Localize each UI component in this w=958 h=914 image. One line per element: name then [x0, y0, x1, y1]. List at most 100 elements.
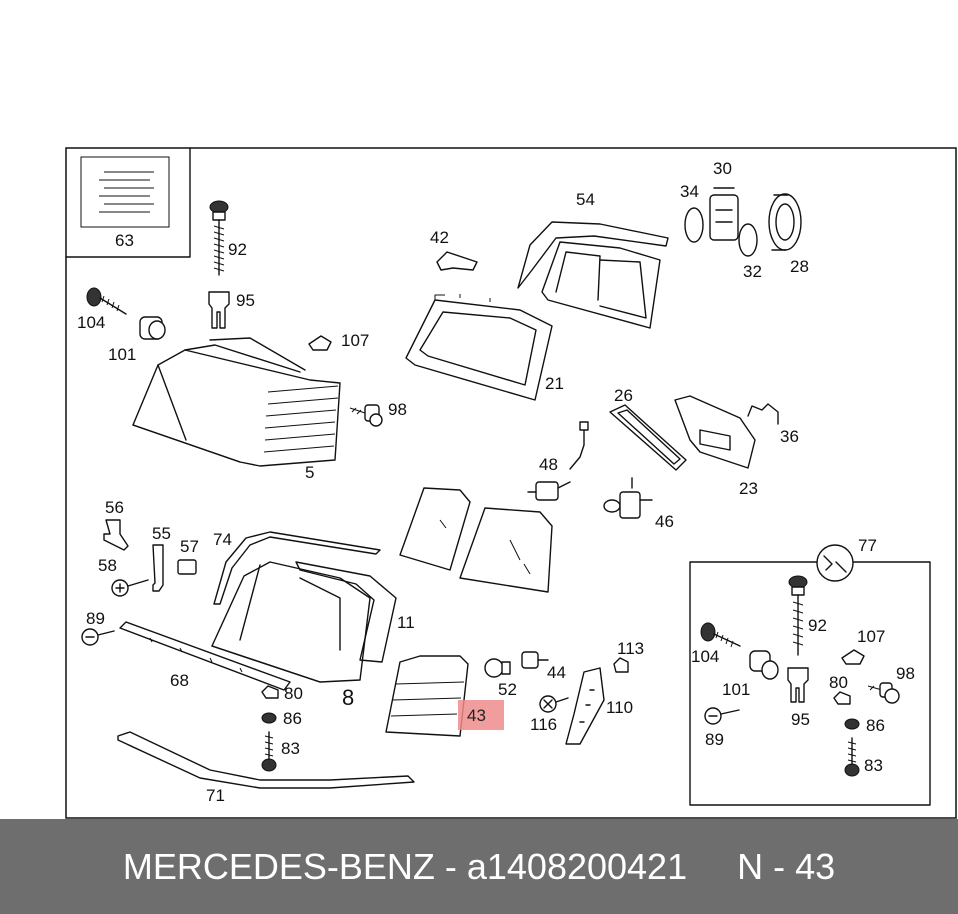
inset-detail-77	[689, 544, 931, 806]
label-34: 34	[680, 182, 699, 201]
socket-30-icon	[709, 187, 739, 241]
label-95-inset: 95	[791, 710, 810, 729]
headlamp-5	[132, 337, 341, 467]
trim-strip-68	[119, 621, 291, 691]
label-57: 57	[180, 537, 199, 556]
part-labels: 63 92 95 104 101 107 98 5 42 54 34 30 32…	[77, 159, 915, 805]
label-101: 101	[108, 345, 136, 364]
indicator-lens-43	[385, 655, 469, 737]
label-5: 5	[305, 463, 314, 482]
screw-104-inset-icon	[700, 622, 741, 648]
label-86: 86	[283, 709, 302, 728]
bracket-23-icon	[674, 395, 756, 469]
cover-54	[517, 221, 669, 329]
footer-bar: MERCEDES-BENZ - a1408200421 N - 43	[0, 819, 958, 914]
bulb-52-icon	[484, 658, 511, 678]
label-80-inset: 80	[829, 673, 848, 692]
clip-42-icon	[436, 251, 478, 271]
bulb-46-icon	[603, 477, 653, 519]
nut-101-icon	[139, 316, 166, 340]
label-28: 28	[790, 257, 809, 276]
label-98-inset: 98	[896, 664, 915, 683]
clip-55-icon	[152, 544, 164, 592]
label-68: 68	[170, 671, 189, 690]
trim-71-icon	[117, 731, 415, 789]
screw-89-icon	[81, 628, 115, 646]
label-83: 83	[281, 739, 300, 758]
ring-34-icon	[684, 207, 704, 243]
label-80: 80	[284, 684, 303, 703]
diagram-frame	[65, 147, 957, 819]
screw-116-icon	[539, 695, 569, 713]
clip-107-inset-icon	[841, 649, 865, 665]
label-98: 98	[388, 400, 407, 419]
clip-57-icon	[177, 559, 197, 575]
frame-21	[405, 294, 553, 401]
clip-56-icon	[103, 519, 129, 551]
gasket-11-icon	[295, 561, 397, 663]
label-71: 71	[206, 786, 225, 805]
clip-80-inset-icon	[833, 691, 851, 705]
reflector-lens-right	[459, 507, 553, 593]
bulb-48-icon	[527, 421, 589, 501]
clip-95-inset-icon	[787, 667, 809, 703]
inset-63	[65, 147, 191, 258]
screw-58-icon	[111, 579, 149, 597]
clip-113-icon	[613, 657, 629, 673]
headlamp-8	[211, 561, 371, 683]
label-113: 113	[617, 639, 644, 658]
label-101-inset: 101	[722, 680, 750, 699]
label-32: 32	[743, 262, 762, 281]
label-77: 77	[858, 536, 877, 555]
washer-86-inset-icon	[844, 718, 860, 730]
label-8: 8	[342, 685, 354, 710]
label-74: 74	[213, 530, 232, 549]
washer-86-icon	[261, 712, 277, 724]
label-92-inset: 92	[808, 616, 827, 635]
part-number-caption: MERCEDES-BENZ - a1408200421 N - 43	[122, 845, 836, 887]
label-54: 54	[576, 190, 595, 209]
highlight-43-box	[458, 700, 504, 730]
label-26: 26	[614, 386, 633, 405]
label-89-inset: 89	[705, 730, 724, 749]
label-11: 11	[397, 613, 415, 632]
label-110: 110	[606, 698, 633, 717]
label-107: 107	[341, 331, 369, 350]
label-104: 104	[77, 313, 105, 332]
label-36: 36	[780, 427, 799, 446]
screw-89-inset-icon	[704, 707, 740, 725]
gasket-26-icon	[609, 404, 687, 471]
reflector-lens-left	[399, 487, 471, 571]
clip-107-icon	[308, 335, 332, 351]
socket-44-icon	[521, 651, 549, 669]
ring-32-icon	[738, 223, 758, 257]
label-52: 52	[498, 680, 517, 699]
label-30: 30	[713, 159, 732, 178]
label-95: 95	[236, 291, 255, 310]
label-23: 23	[739, 479, 758, 498]
screw-98-icon	[349, 404, 383, 427]
label-21: 21	[545, 374, 564, 393]
label-44: 44	[547, 663, 566, 682]
screw-83-icon	[261, 731, 277, 772]
gasket-74-icon	[213, 531, 381, 605]
cap-28-icon	[768, 193, 802, 251]
label-83-inset: 83	[864, 756, 883, 775]
screw-83-inset-icon	[844, 737, 860, 777]
label-42: 42	[430, 228, 449, 247]
clip-80-icon	[261, 685, 279, 699]
clip-36-icon	[747, 403, 779, 425]
bolt-92-icon	[209, 200, 229, 276]
label-86-inset: 86	[866, 716, 885, 735]
bolt-92-inset-icon	[788, 575, 808, 656]
label-104-inset: 104	[691, 647, 719, 666]
label-107-inset: 107	[857, 627, 885, 646]
label-92: 92	[228, 240, 247, 259]
label-46: 46	[655, 512, 674, 531]
label-63: 63	[115, 231, 134, 250]
nut-101-inset-icon	[749, 650, 779, 680]
label-55: 55	[152, 524, 171, 543]
label-116: 116	[530, 715, 557, 734]
screw-98-inset-icon	[867, 682, 900, 704]
